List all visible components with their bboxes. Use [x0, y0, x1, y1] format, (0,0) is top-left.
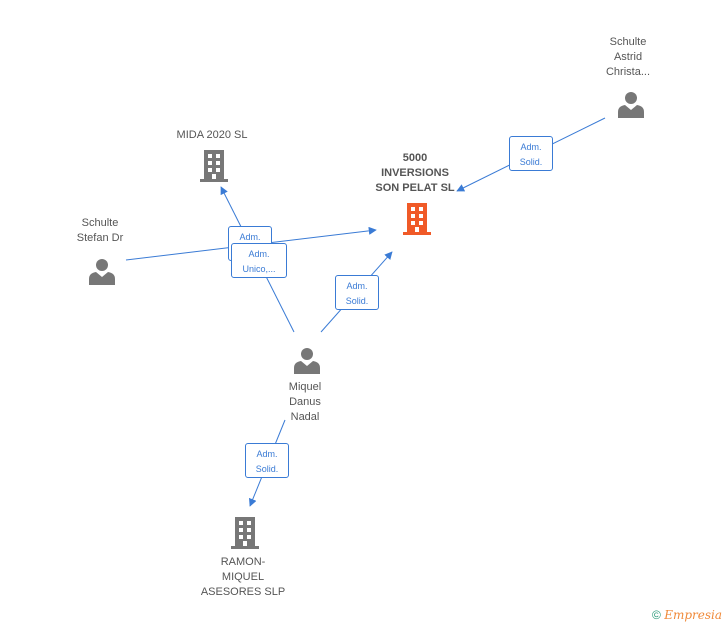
person-icon[interactable]: [618, 92, 644, 118]
person-icon[interactable]: [89, 259, 115, 285]
node-label-mida-2020[interactable]: MIDA 2020 SL: [176, 129, 248, 141]
person-icon[interactable]: [294, 348, 320, 374]
node-label-ramon-miquel[interactable]: RAMON- MIQUEL ASESORES SLP: [200, 556, 286, 598]
building-icon[interactable]: [200, 150, 228, 182]
empresia-logo[interactable]: Empresia: [664, 608, 722, 622]
node-label-5000-inversions[interactable]: 5000 INVERSIONS SON PELAT SL: [375, 152, 455, 194]
building-main-icon[interactable]: [403, 203, 431, 235]
edge-label-miquel-inversiones[interactable]: Adm. Solid.: [335, 275, 379, 310]
edge-label-astrid-inversiones[interactable]: Adm. Solid.: [509, 136, 553, 171]
copyright-symbol: ©: [652, 608, 661, 622]
node-label-miquel-danus[interactable]: Miquel Danus Nadal: [288, 381, 322, 423]
edge-label-miquel-ramon[interactable]: Adm. Solid.: [245, 443, 289, 478]
copyright-notice: © Empresia: [652, 608, 722, 622]
edge-label-miquel-mida[interactable]: Adm. Unico,...: [231, 243, 287, 278]
node-label-schulte-astrid[interactable]: Schulte Astrid Christa...: [605, 36, 650, 78]
node-label-schulte-stefan[interactable]: Schulte Stefan Dr: [76, 217, 124, 244]
building-icon[interactable]: [231, 517, 259, 549]
